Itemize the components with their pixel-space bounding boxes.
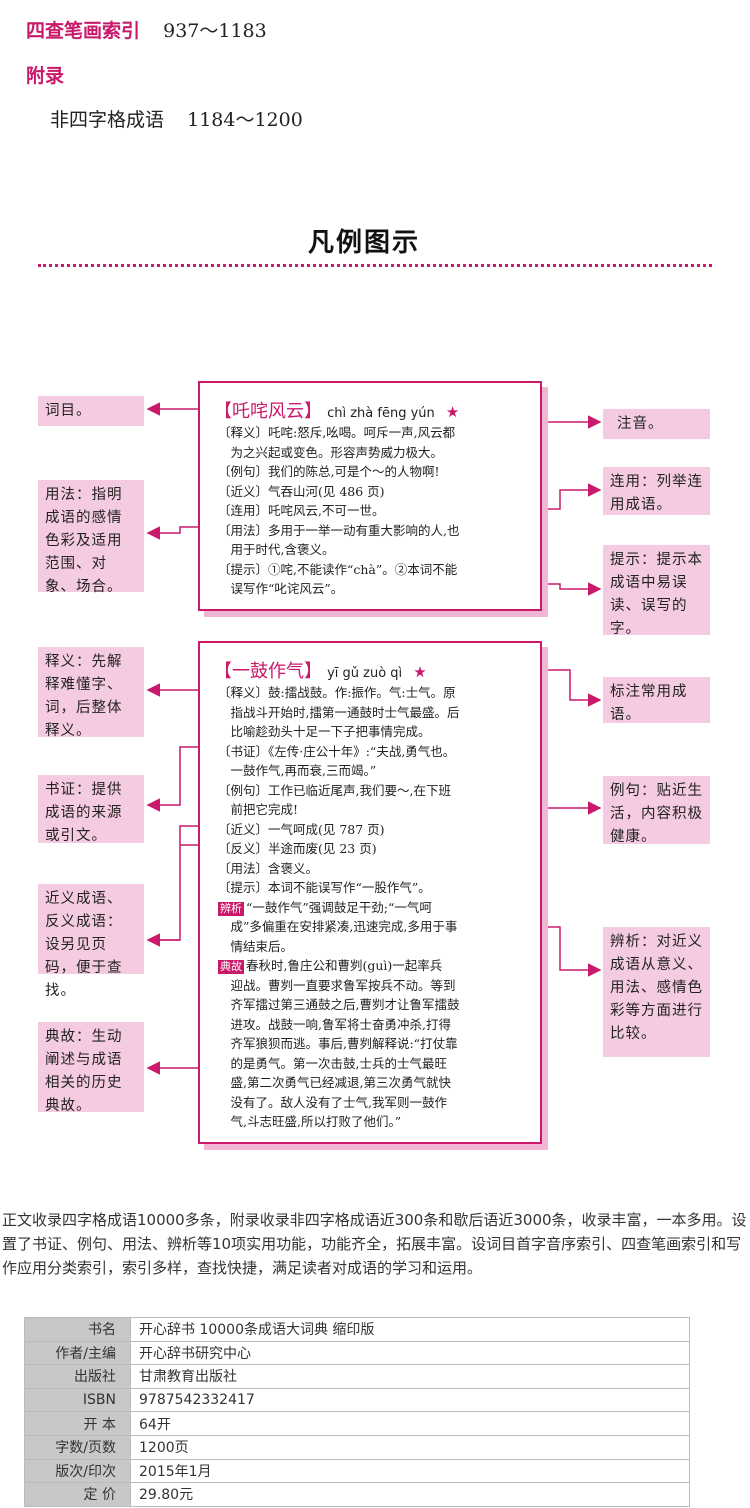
table-row: 书名开心辞书 10000条成语大词典 缩印版 [24, 1317, 690, 1342]
entry-2-line: 比喻趁劲头十足一下子把事情完成。 [218, 724, 431, 739]
entry-2-line: 前把它完成! [218, 802, 299, 817]
entry-1-pinyin: chì zhà fēng yún [327, 406, 435, 421]
note-bianxi: 辨析：对近义成语从意义、用法、感情色彩等方面进行比较。 [603, 927, 710, 1057]
info-value: 64开 [130, 1411, 690, 1436]
entry-1-line: 〔用法〕多用于一举一动有重大影响的人,也 [218, 522, 460, 538]
entry-1-body: 〔释义〕吒咤:怒斥,吆喝。呵斥一声,风云都 为之兴起或变色。形容声势威力极大。 … [218, 423, 459, 599]
arrow-shuzheng [146, 746, 210, 812]
info-key: 作者/主编 [24, 1340, 131, 1366]
entry-2-line: 盛,第二次勇气已经减退,第三次勇气就快 [218, 1075, 451, 1090]
note-headword: 词目。 [38, 396, 144, 426]
info-key: 字数/页数 [24, 1434, 131, 1460]
entry-2-line: 齐军狼狈而逃。事后,曹刿解释说:“打仗靠 [218, 1036, 458, 1051]
entry-1-line: 〔提示〕①咤,不能读作“chà”。②本词不能 [218, 561, 458, 577]
entry-1-line: 为之兴起或变色。形容声势威力极大。 [218, 444, 444, 460]
entry-2-line: 〔提示〕本词不能误写作“一股作气”。 [218, 880, 431, 895]
entry-1-line: 〔例句〕我们的陈总,可是个～的人物啊! [218, 464, 440, 479]
info-key: 书名 [24, 1317, 131, 1342]
entry-1-headword: 【吒咤风云】 [214, 401, 322, 422]
info-value: 开心辞书 10000条成语大词典 缩印版 [130, 1317, 690, 1342]
entry-1-line: 〔释义〕吒咤:怒斥,吆喝。呵斥一声,风云都 [218, 425, 456, 440]
note-jinyi-fanyi: 近义成语、反义成语：设另见页码，便于查找。 [38, 884, 144, 999]
arrow-usage [146, 526, 200, 540]
entry-2-line: 〔例句〕工作已临近尾声,我们要～,在下班 [218, 782, 451, 798]
info-value: 2015年1月 [130, 1458, 690, 1484]
stroke-index-label: 四查笔画索引 [26, 20, 141, 42]
info-value: 29.80元 [130, 1482, 690, 1507]
note-liju: 例句：贴近生活，内容积极健康。 [603, 776, 710, 845]
title-divider [38, 264, 712, 267]
entry-2-line: 〔释义〕鼓:擂战鼓。作:振作。气:士气。原 [218, 685, 456, 700]
info-key: 出版社 [24, 1364, 131, 1389]
note-pinyin: 注音。 [603, 409, 710, 439]
note-tishi: 提示：提示本成语中易误读、误写的字。 [603, 545, 710, 637]
entry-2-line: 成”多偏重在安排紧凑,迅速完成,多用于事 [218, 919, 458, 934]
entry-1-line: 〔近义〕气吞山河(见 486 页) [218, 483, 385, 499]
info-value: 开心辞书研究中心 [130, 1340, 690, 1366]
entry-2-line: 情结束后。 [218, 938, 294, 954]
appendix-heading: 附录 [26, 65, 65, 87]
entry-card-2: 【一鼓作气】 yī gǔ zuò qì ★ 〔释义〕鼓:擂战鼓。作:振作。气:士… [198, 641, 542, 1144]
entry-2-body: 〔释义〕鼓:擂战鼓。作:振作。气:士气。原 指战斗开始时,擂第一通鼓时士气最盛。… [218, 683, 459, 1132]
note-diangu: 典故：生动阐述与成语相关的历史典故。 [38, 1022, 144, 1114]
book-info-table: 书名开心辞书 10000条成语大词典 缩印版 作者/主编开心辞书研究中心 出版社… [24, 1317, 690, 1507]
entry-2-line: 〔用法〕含褒义。 [218, 860, 319, 876]
intro-paragraph: 正文收录四字格成语10000多条，附录收录非四字格成语近300条和歇后语近300… [2, 1211, 747, 1277]
entry-1-line: 用于时代,含褒义。 [218, 542, 335, 557]
info-value: 9787542332417 [130, 1387, 690, 1413]
entry-2-bianxi: 辨析“一鼓作气”强调鼓足干劲;“一气呵 [218, 898, 459, 918]
stroke-index-range: 937～1183 [163, 20, 267, 42]
info-key: 版次/印次 [24, 1458, 131, 1484]
info-key: 定 价 [24, 1482, 131, 1507]
entry-1-star-icon: ★ [445, 403, 460, 421]
entry-2-line: 指战斗开始时,擂第一通鼓时士气最盛。后 [218, 704, 460, 720]
bianxi-text: “一鼓作气”强调鼓足干劲;“一气呵 [246, 899, 432, 915]
entry-1-line: 误写作“叱诧风云”。 [218, 581, 344, 596]
entry-2-line: 一鼓作气,再而衰,三而竭。” [218, 763, 377, 778]
entry-2-line: 迎战。曹刿一直要求鲁军按兵不动。等到 [218, 977, 456, 993]
entry-2-headword: 【一鼓作气】 [214, 661, 322, 682]
diangu-text: 春秋时,鲁庄公和曹刿(guì)一起率兵 [246, 958, 443, 973]
non-four-label: 非四字格成语 [50, 109, 165, 131]
section-title: 凡例图示 [308, 228, 421, 258]
entry-2-line: 气,斗志旺盛,所以打败了他们。” [218, 1114, 402, 1129]
note-common: 标注常用成语。 [603, 677, 710, 723]
entry-2-star-icon: ★ [413, 663, 427, 681]
diangu-tag: 典故 [218, 960, 244, 974]
entry-2-line: 〔反义〕半途而废(见 23 页) [218, 841, 377, 856]
entry-1-line: 〔连用〕吒咤风云,不可一世。 [218, 503, 385, 518]
note-usage: 用法：指明成语的感情色彩及适用范围、对象、场合。 [38, 480, 144, 595]
entry-2-line: 没有了。敌人没有了士气,我军则一鼓作 [218, 1094, 447, 1110]
entry-1-head: 【吒咤风云】 chì zhà fēng yún ★ [214, 397, 459, 423]
entry-2-diangu: 典故春秋时,鲁庄公和曹刿(guì)一起率兵 [218, 956, 459, 976]
note-lianyong: 连用：列举连用成语。 [603, 467, 710, 515]
stroke-index-line: 四查笔画索引 937～1183 [26, 16, 267, 43]
non-four-line: 非四字格成语 1184～1200 [50, 105, 303, 132]
entry-2-line: 进攻。战鼓一响,鲁军将士奋勇冲杀,打得 [218, 1016, 451, 1032]
entry-2-head: 【一鼓作气】 yī gǔ zuò qì ★ [214, 657, 427, 683]
note-shiyi: 释义：先解释难懂字、词，后整体释义。 [38, 647, 144, 739]
entry-2-line: 〔近义〕一气呵成(见 787 页) [218, 821, 385, 837]
non-four-range: 1184～1200 [187, 109, 303, 131]
table-row: 出版社甘肃教育出版社 [24, 1364, 690, 1389]
info-value: 1200页 [130, 1434, 690, 1460]
bianxi-tag: 辨析 [218, 901, 244, 916]
table-row: 作者/主编开心辞书研究中心 [24, 1340, 690, 1366]
entry-card-1: 【吒咤风云】 chì zhà fēng yún ★ 〔释义〕吒咤:怒斥,吆喝。呵… [198, 381, 542, 611]
info-key: ISBN [24, 1387, 131, 1413]
entry-2-line: 〔书证〕《左传·庄公十年》:“夫战,勇气也。 [218, 743, 456, 759]
entry-2-pinyin: yī gǔ zuò qì [327, 666, 403, 681]
note-shuzheng: 书证：提供成语的来源或引文。 [38, 775, 144, 844]
info-key: 开 本 [24, 1411, 131, 1436]
info-value: 甘肃教育出版社 [130, 1364, 690, 1389]
entry-2-line: 的是勇气。第一次击鼓,士兵的士气最旺 [218, 1055, 447, 1071]
entry-2-line: 齐军擂过第三通鼓之后,曹刿才让鲁军擂鼓 [218, 997, 460, 1012]
